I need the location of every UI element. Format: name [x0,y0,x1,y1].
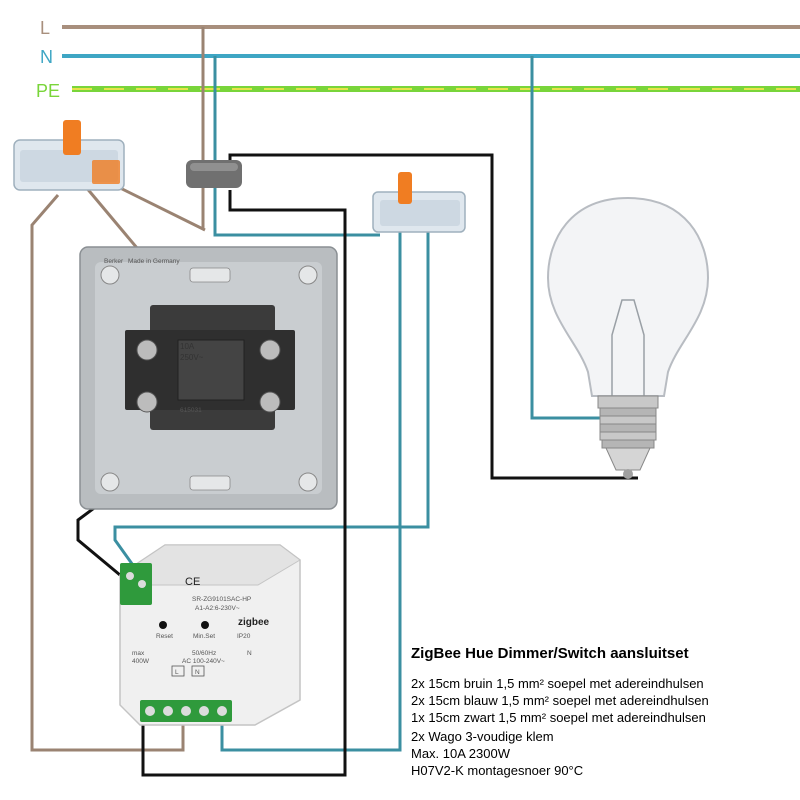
cable-ring [186,160,242,188]
switch-brand: Berker [104,258,124,265]
reset-button[interactable] [159,621,167,629]
wago-clamp-left [13,120,125,191]
parts-line: Max. 10A 2300W [411,746,510,761]
rail-n: N [40,47,800,67]
reset-label: Reset [156,633,173,640]
blue-wires [113,56,604,752]
parts-list: ZigBee Hue Dimmer/Switch aansluitset 2x … [411,645,796,779]
rail-pe-label: PE [36,81,60,101]
parts-list-title: ZigBee Hue Dimmer/Switch aansluitset [411,645,689,662]
switch-rating-v: 250V~ [180,353,204,362]
min-set-button[interactable] [201,621,209,629]
switch-part-no: 615031 [180,407,202,414]
wago-clamp-right [372,172,466,233]
zigbee-logo: zigbee [238,617,270,628]
wago-lever-icon [398,172,412,204]
switch-rating-a: 10A [180,342,195,351]
module-n-label: N [247,650,252,657]
module-ip: IP20 [237,633,251,640]
parts-line: 2x 15cm bruin 1,5 mm² soepel met aderein… [411,676,704,691]
parts-line: H07V2-K montagesnoer 90°C [411,763,584,778]
switch-made-in: Made in Germany [128,258,180,265]
parts-line: 1x 15cm zwart 1,5 mm² soepel met aderein… [411,710,706,725]
module-freq: 50/60Hz [192,650,216,657]
rail-pe: PE [36,81,800,101]
parts-line: 2x Wago 3-voudige klem [411,729,554,744]
module-rating: A1-A2:6-230V~ [195,605,240,612]
terminal-n-label: N [195,669,200,676]
light-bulb-icon [546,196,710,479]
wago-lever-icon [63,120,81,155]
module-max-label: max [132,650,145,657]
module-model: SR-ZG9101SAC-HP [192,596,251,603]
wall-switch: Berker Made in Germany 10A 250V~ 615031 [79,246,338,510]
rail-n-label: N [40,47,53,67]
rail-l: L [40,18,800,38]
module-terminal-green-left [120,563,152,605]
module-ac: AC 100-240V~ [182,658,225,665]
terminal-l-label: L [175,669,179,676]
module-max-power: 400W [132,658,150,665]
parts-line: 2x 15cm blauw 1,5 mm² soepel met aderein… [411,693,709,708]
min-set-label: Min.Set [193,633,215,640]
zigbee-module: CE SR-ZG9101SAC-HP A1-A2:6-230V~ Reset M… [119,544,301,726]
module-certs: CE [185,576,200,588]
rail-l-label: L [40,18,50,38]
